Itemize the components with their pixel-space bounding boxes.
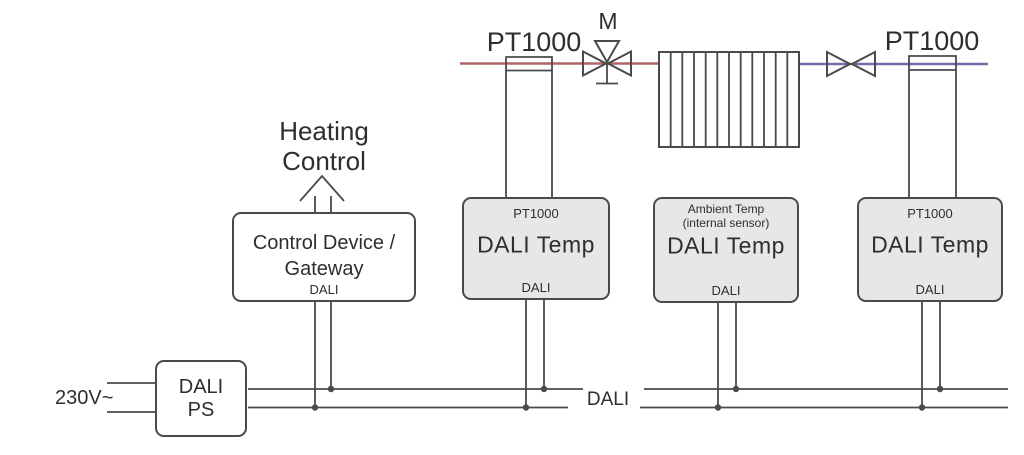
dali-power-supply-box: DALI PS: [155, 360, 247, 437]
flow-sensor-pocket: [505, 56, 553, 197]
ps-title-line1: DALI: [178, 375, 224, 398]
temp1-title: DALI Temp: [477, 231, 595, 258]
gateway-title-line1: Control Device /: [252, 232, 396, 254]
dali-bus-label: DALI: [586, 389, 630, 410]
return-sensor-label: PT1000: [884, 26, 980, 56]
heating-control-line1: Heating: [279, 116, 369, 146]
dali-temp-box-3: PT1000 DALI Temp DALI: [857, 197, 1003, 302]
temp3-title: DALI Temp: [871, 231, 989, 258]
temp2-sensor-label-line1: Ambient Temp: [687, 202, 765, 216]
bus-junction-dots: [311, 385, 944, 411]
temp3-bus-drop: [921, 302, 941, 408]
valve-motor-label: M: [598, 8, 618, 34]
gateway-box: Control Device / Gateway DALI: [232, 212, 416, 302]
temp2-title: DALI Temp: [667, 232, 785, 259]
temp3-dali-port-label: DALI: [915, 282, 945, 297]
temp2-dali-port-label: DALI: [711, 283, 741, 298]
temp2-bus-drop: [717, 303, 737, 408]
heating-control-label: Heating Control: [252, 116, 396, 176]
dali-temp-box-2: Ambient Temp (internal sensor) DALI Temp…: [653, 197, 799, 303]
temp3-sensor-port-label: PT1000: [907, 206, 953, 221]
gateway-title-line2: Gateway: [284, 258, 364, 280]
temp1-dali-port-label: DALI: [521, 280, 551, 295]
temp2-sensor-label-line2: (internal sensor): [682, 216, 770, 230]
mains-voltage-label: 230V~: [55, 387, 114, 409]
motor-valve-icon: [582, 40, 632, 85]
gateway-bus-drop: [314, 302, 332, 408]
gateway-title: Control Device / Gateway: [234, 230, 414, 282]
return-valve-icon: [826, 50, 876, 78]
mains-wires: [107, 382, 155, 413]
flow-sensor-label: PT1000: [486, 27, 582, 57]
gateway-dali-port-label: DALI: [309, 282, 339, 297]
dali-temp-box-1: PT1000 DALI Temp DALI: [462, 197, 610, 300]
dali-bus: [248, 388, 1008, 409]
heating-arrow: [299, 174, 345, 213]
ps-title-line2: PS: [187, 398, 215, 421]
dali-power-supply-title: DALI PS: [157, 362, 245, 435]
temp1-sensor-port-label: PT1000: [513, 206, 559, 221]
heating-control-line2: Control: [282, 146, 366, 176]
temp1-bus-drop: [525, 300, 545, 408]
heating-arrow-head-icon: [299, 174, 345, 202]
return-sensor-pocket: [908, 55, 957, 197]
radiator-icon: [658, 51, 800, 148]
